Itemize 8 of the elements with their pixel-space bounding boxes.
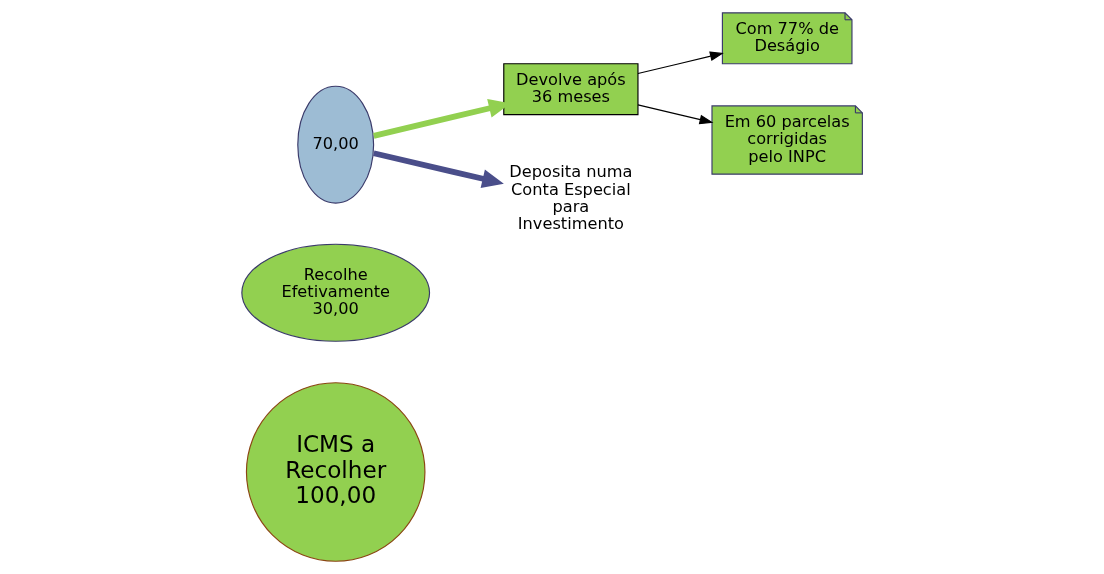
node-ellipse: Recolhe Efetivamente 30,00 [241, 243, 431, 342]
arrow [637, 51, 724, 75]
node-box: Devolve após 36 meses [503, 63, 639, 116]
node-circle: ICMS a Recolher 100,00 [245, 382, 426, 562]
node-text: Deposita numa Conta Especial para Investimento [509, 162, 633, 234]
node-ellipse: 70,00 [297, 85, 375, 204]
arrow [637, 104, 714, 125]
arrow [373, 150, 504, 188]
